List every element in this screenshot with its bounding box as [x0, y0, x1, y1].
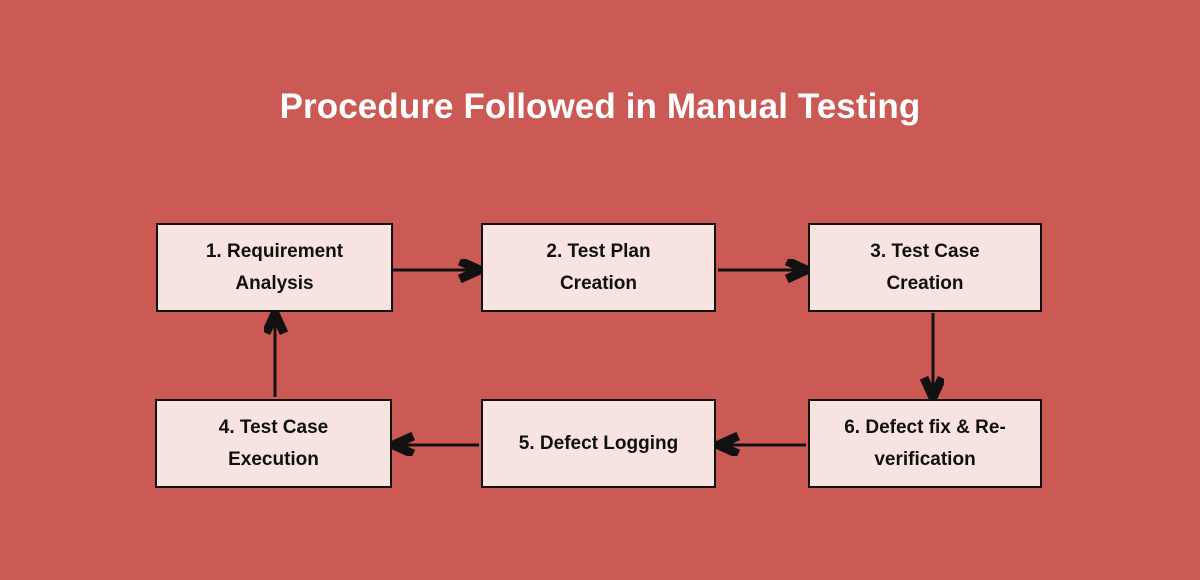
node-label: 3. Test Case Creation	[870, 240, 980, 294]
node-test-plan-creation[interactable]: 2. Test Plan Creation	[481, 223, 716, 312]
node-label: 2. Test Plan Creation	[546, 240, 651, 294]
node-defect-fix-reverification[interactable]: 6. Defect fix & Re- verification	[808, 399, 1042, 488]
node-label: 1. Requirement Analysis	[205, 240, 344, 294]
node-defect-logging[interactable]: 5. Defect Logging	[481, 399, 716, 488]
node-label: 4. Test Case Execution	[218, 416, 329, 470]
node-test-case-execution[interactable]: 4. Test Case Execution	[155, 399, 392, 488]
node-label: 6. Defect fix & Re- verification	[844, 416, 1006, 470]
page-title: Procedure Followed in Manual Testing	[279, 87, 921, 126]
node-label: 5. Defect Logging	[518, 432, 679, 454]
node-requirement-analysis[interactable]: 1. Requirement Analysis	[156, 223, 393, 312]
node-test-case-creation[interactable]: 3. Test Case Creation	[808, 223, 1042, 312]
